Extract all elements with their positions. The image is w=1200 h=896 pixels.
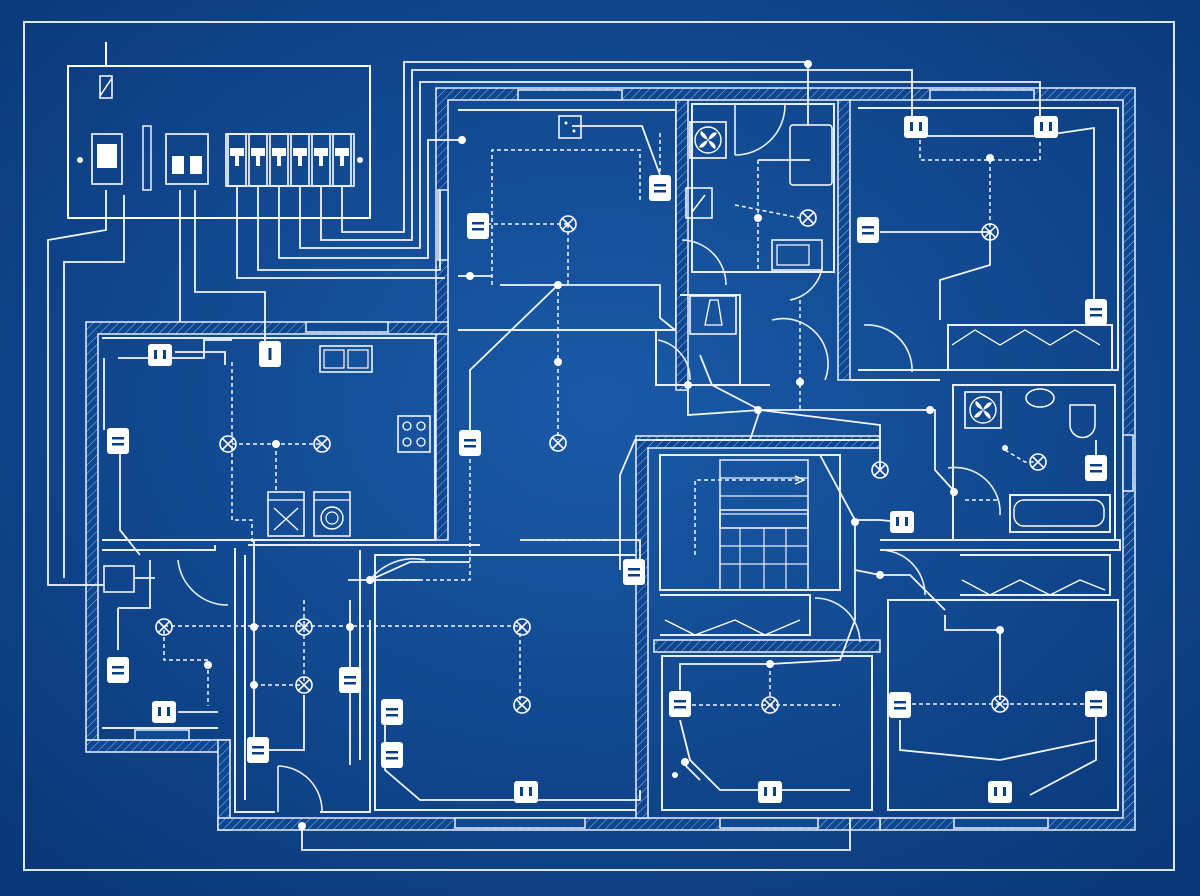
electrical-panel [67,42,371,593]
wire-junctions [204,60,1008,830]
junction-boxes [558,115,713,219]
building-walls [85,87,1136,831]
windows [134,89,1134,829]
doors [177,104,1001,813]
drawing-border [23,21,1175,871]
staircase [694,459,809,591]
appliances [267,124,1106,636]
